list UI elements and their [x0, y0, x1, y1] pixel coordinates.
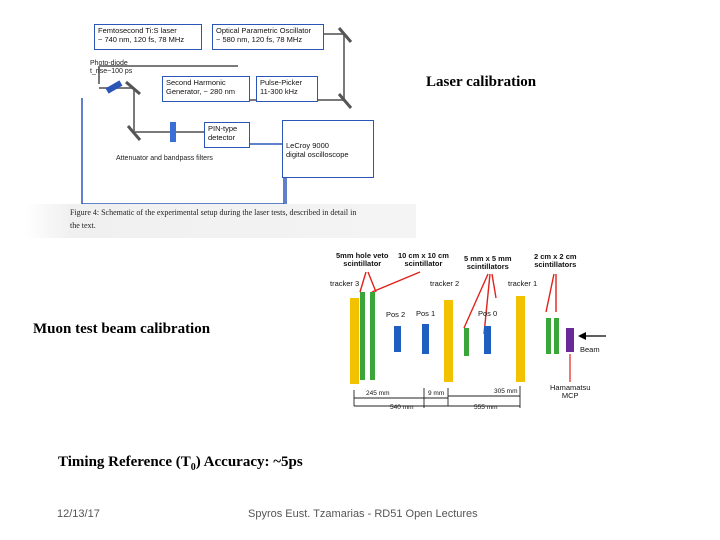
scintillator-10cm-label: 10 cm x 10 cm scintillator: [398, 251, 449, 268]
pulse-picker-label: Pulse-Picker: [260, 78, 303, 87]
distance-305-label: 305 mm: [494, 388, 518, 395]
femtosecond-laser-box: Femtosecond Ti:S laser ~ 740 nm, 120 fs,…: [94, 24, 202, 50]
muon-calibration-title: Muon test beam calibration: [33, 321, 211, 337]
tracker-3-label: tracker 3: [330, 279, 360, 288]
distance-555-label: 555 mm: [474, 404, 498, 411]
distance-245-label: 245 mm: [366, 390, 390, 397]
pin-detector-spec: detector: [208, 133, 236, 142]
scintillator-2cm-label: 2 cm x 2 cm scintillators: [534, 252, 577, 269]
distance-9-label: 9 mm: [428, 390, 445, 397]
scintillator-5mm-label: 5 mm x 5 mm scintillators: [464, 254, 512, 271]
oscilloscope-box: LeCroy 9000 digital oscilloscope: [282, 120, 374, 178]
muon-setup-figure: 5mm hole veto scintillator 10 cm x 10 cm…: [324, 250, 614, 415]
laser-setup-figure: Femtosecond Ti:S laser ~ 740 nm, 120 fs,…: [24, 14, 416, 238]
pin-detector-label: PIN-type: [208, 124, 238, 133]
opo-box: Optical Parametric Oscillator ~ 580 nm, …: [212, 24, 324, 50]
oscilloscope-spec: digital oscilloscope: [286, 150, 349, 159]
photodiode-label: Photo-diode t_rise~100 ps: [90, 60, 133, 75]
pos-0-label: Pos 0: [478, 309, 498, 318]
opo-label: Optical Parametric Oscillator: [216, 26, 312, 35]
second-harmonic-box: Second Harmonic Generator, ~ 280 nm: [162, 76, 250, 102]
hole-veto-scintillator-label: 5mm hole veto scintillator: [336, 251, 389, 268]
pulse-picker-spec: 11-300 kHz: [260, 87, 298, 96]
pulse-picker-box: Pulse-Picker 11-300 kHz: [256, 76, 318, 102]
muon-setup-drawing: [350, 271, 606, 408]
distance-540-label: 540 mm: [390, 404, 414, 411]
opo-spec: ~ 580 nm, 120 fs, 78 MHz: [216, 35, 303, 44]
attenuator-label: Attenuator and bandpass filters: [116, 155, 213, 162]
mcp-label: Hamamatsu MCP: [550, 383, 591, 400]
tracker-2-label: tracker 2: [430, 279, 460, 288]
pos-2-label: Pos 2: [386, 310, 406, 319]
second-harmonic-spec: Generator, ~ 280 nm: [166, 87, 236, 96]
beam-label: Beam: [580, 345, 600, 354]
tracker-1-label: tracker 1: [508, 279, 538, 288]
figure-caption: Figure 4: Schematic of the experimental …: [24, 204, 416, 238]
oscilloscope-label: LeCroy 9000: [286, 141, 329, 150]
second-harmonic-label: Second Harmonic: [166, 78, 226, 87]
pos-1-label: Pos 1: [416, 309, 436, 318]
femtosecond-laser-label: Femtosecond Ti:S laser: [98, 26, 177, 35]
slide-date: 12/13/17: [57, 508, 100, 520]
pin-detector-box: PIN-type detector: [204, 122, 250, 148]
femtosecond-laser-spec: ~ 740 nm, 120 fs, 78 MHz: [98, 35, 185, 44]
laser-calibration-title: Laser calibration: [426, 74, 537, 90]
slide-footer: Spyros Eust. Tzamarias - RD51 Open Lectu…: [248, 508, 478, 520]
timing-reference-text: Timing Reference (T0) Accuracy: ~5ps: [58, 454, 303, 473]
